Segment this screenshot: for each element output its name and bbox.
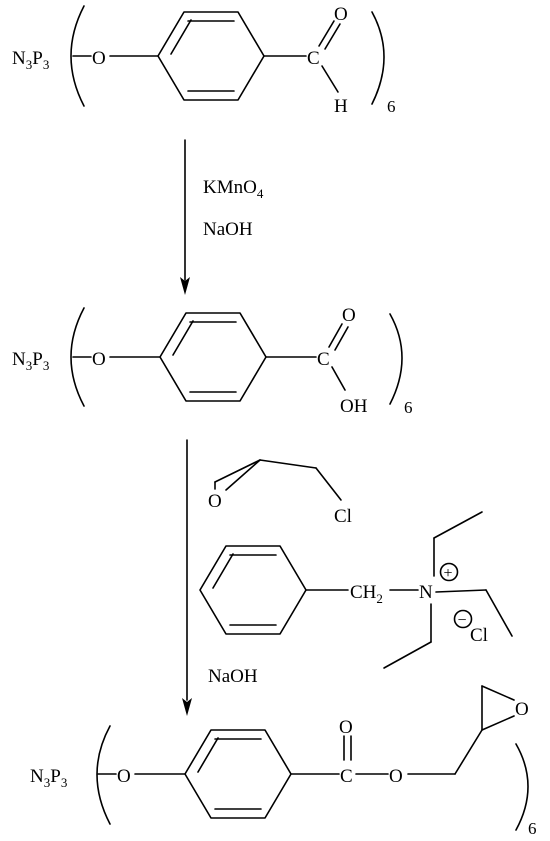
positive-charge-circle — [439, 562, 459, 582]
positive-charge: + — [444, 565, 453, 582]
bond — [315, 467, 342, 501]
chlorine: Cl — [334, 506, 352, 527]
left-bracket — [96, 725, 111, 825]
benzene-ring — [199, 545, 307, 635]
reaction-arrow-2 — [182, 439, 192, 716]
molecule-acid: N3P3 O C O OH 6 — [12, 305, 413, 417]
arrow-head — [180, 277, 190, 295]
multiplier: 6 — [528, 819, 537, 838]
negative-charge: − — [458, 612, 467, 629]
molecule-aldehyde: N3P3 O C O H 6 — [12, 4, 396, 117]
arrow-head — [182, 698, 192, 716]
epoxide-oxygen: O — [515, 699, 529, 720]
carbonyl-carbon: C — [307, 48, 320, 69]
epoxide-oxygen: O — [208, 491, 222, 512]
reagent-kmno4: KMnO4 — [203, 177, 264, 201]
epoxide-bond — [225, 459, 261, 491]
benzene-ring — [157, 11, 265, 101]
carbonyl-double-bond — [324, 23, 341, 50]
ring-double-bond — [170, 19, 192, 55]
bond — [485, 589, 513, 637]
ether-oxygen: O — [92, 48, 106, 69]
ring-double-bond — [172, 320, 194, 356]
carbonyl-carbon: C — [317, 349, 330, 370]
ether-oxygen: O — [117, 766, 131, 787]
carbonyl-carbon: C — [340, 766, 353, 787]
carbonyl-double-bond — [318, 20, 335, 47]
reagent-epichlorohydrin: O Cl — [208, 459, 352, 527]
core-label: N3P3 — [12, 48, 49, 72]
hydroxyl-group: OH — [340, 396, 368, 417]
bond — [433, 511, 483, 539]
negative-charge-circle — [453, 609, 473, 629]
bond — [383, 641, 432, 669]
ammonium-nitrogen: N — [419, 582, 433, 603]
bond — [259, 459, 317, 469]
multiplier: 6 — [404, 398, 413, 417]
right-bracket — [515, 743, 529, 831]
ring-double-bond — [197, 737, 219, 773]
carbonyl-double-bond — [328, 323, 343, 348]
carbonyl-double-bond — [334, 326, 349, 351]
left-bracket — [70, 307, 85, 407]
right-bracket — [371, 11, 385, 105]
right-bracket — [389, 313, 403, 405]
epoxide-bond — [481, 715, 515, 731]
reaction-arrow-1: KMnO4 NaOH — [180, 139, 264, 295]
reagent-benzyltriethylammonium-chloride: CH2 N + − Cl — [199, 511, 513, 669]
bond — [331, 366, 346, 391]
chloride-ion: Cl — [470, 625, 488, 646]
bond — [435, 589, 487, 593]
left-bracket — [70, 5, 85, 107]
methylene-group: CH2 — [350, 582, 383, 606]
bond — [321, 65, 339, 93]
carbonyl-oxygen: O — [339, 717, 353, 738]
epoxide-bond — [481, 685, 515, 701]
benzene-ring — [159, 312, 267, 402]
ring-double-bond — [212, 553, 234, 589]
reagent-naoh: NaOH — [208, 666, 258, 687]
carbonyl-oxygen: O — [342, 305, 356, 326]
bond — [454, 729, 483, 775]
ester-oxygen: O — [389, 766, 403, 787]
benzene-ring — [184, 729, 292, 819]
core-label: N3P3 — [12, 349, 49, 373]
epoxide-bond — [214, 459, 261, 483]
multiplier: 6 — [387, 97, 396, 116]
aldehyde-hydrogen: H — [334, 96, 348, 117]
reagent-naoh: NaOH — [203, 219, 253, 240]
molecule-epoxy-ester: N3P3 O C O O O 6 — [30, 685, 537, 838]
ether-oxygen: O — [92, 349, 106, 370]
core-label: N3P3 — [30, 766, 67, 790]
carbonyl-oxygen: O — [334, 4, 348, 25]
